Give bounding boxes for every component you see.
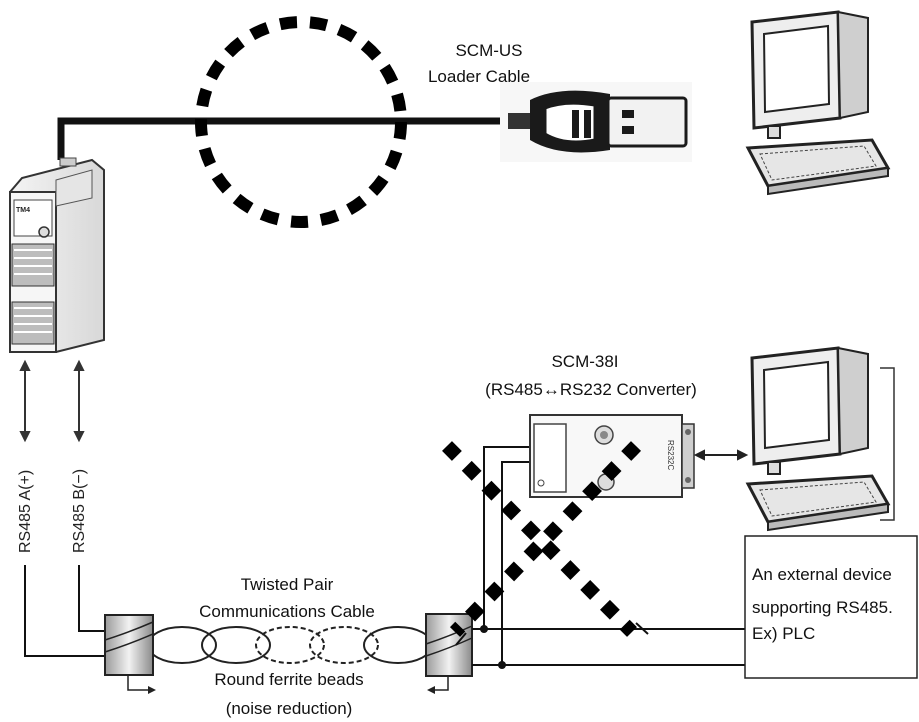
converter-port-label: RS232C xyxy=(666,440,675,470)
rs485-wires xyxy=(24,565,105,657)
converter-title: SCM-38I xyxy=(551,352,619,371)
external-device-line2: supporting RS485. xyxy=(752,598,893,617)
ferrite-bead-left-icon xyxy=(104,614,156,694)
converter-pc-arrow xyxy=(693,449,749,461)
converter-subtitle: (RS485↔RS232 Converter) xyxy=(485,380,697,399)
rs485-a-label: RS485 A(+) xyxy=(17,469,34,553)
twisted-pair-line1: Twisted Pair xyxy=(240,575,334,594)
usb-cable-line xyxy=(57,117,510,160)
ferrite-bead-right-icon xyxy=(425,613,473,694)
rs485-arrows xyxy=(19,359,85,443)
external-device-line1: An external device xyxy=(752,565,892,584)
controller-brand-text: TM4 xyxy=(16,207,30,214)
usb-cable-subtitle: Loader Cable xyxy=(427,67,531,86)
rs485-bus-lines xyxy=(472,446,745,666)
rs485-b-label: RS485 B(−) xyxy=(71,468,88,553)
twisted-pair-cable xyxy=(147,626,433,664)
twisted-pair-line2: Communications Cable xyxy=(199,602,375,621)
external-device-box xyxy=(744,535,918,679)
ferrite-line2: (noise reduction) xyxy=(225,699,353,718)
computer-bottom-icon xyxy=(745,346,895,532)
x-cross-thin-ends xyxy=(455,622,649,646)
bus-junction-dots xyxy=(480,625,506,669)
controller-device-icon: TM4 xyxy=(9,157,105,353)
converter-device-icon: RS232C xyxy=(529,414,695,498)
dashed-circle-marker xyxy=(195,16,407,228)
external-device-line3: Ex) PLC xyxy=(752,624,816,643)
usb-cable-title: SCM-US xyxy=(455,41,523,60)
ferrite-line1: Round ferrite beads xyxy=(214,670,364,689)
usb-plug-icon xyxy=(500,82,692,162)
computer-top-icon xyxy=(745,10,891,196)
